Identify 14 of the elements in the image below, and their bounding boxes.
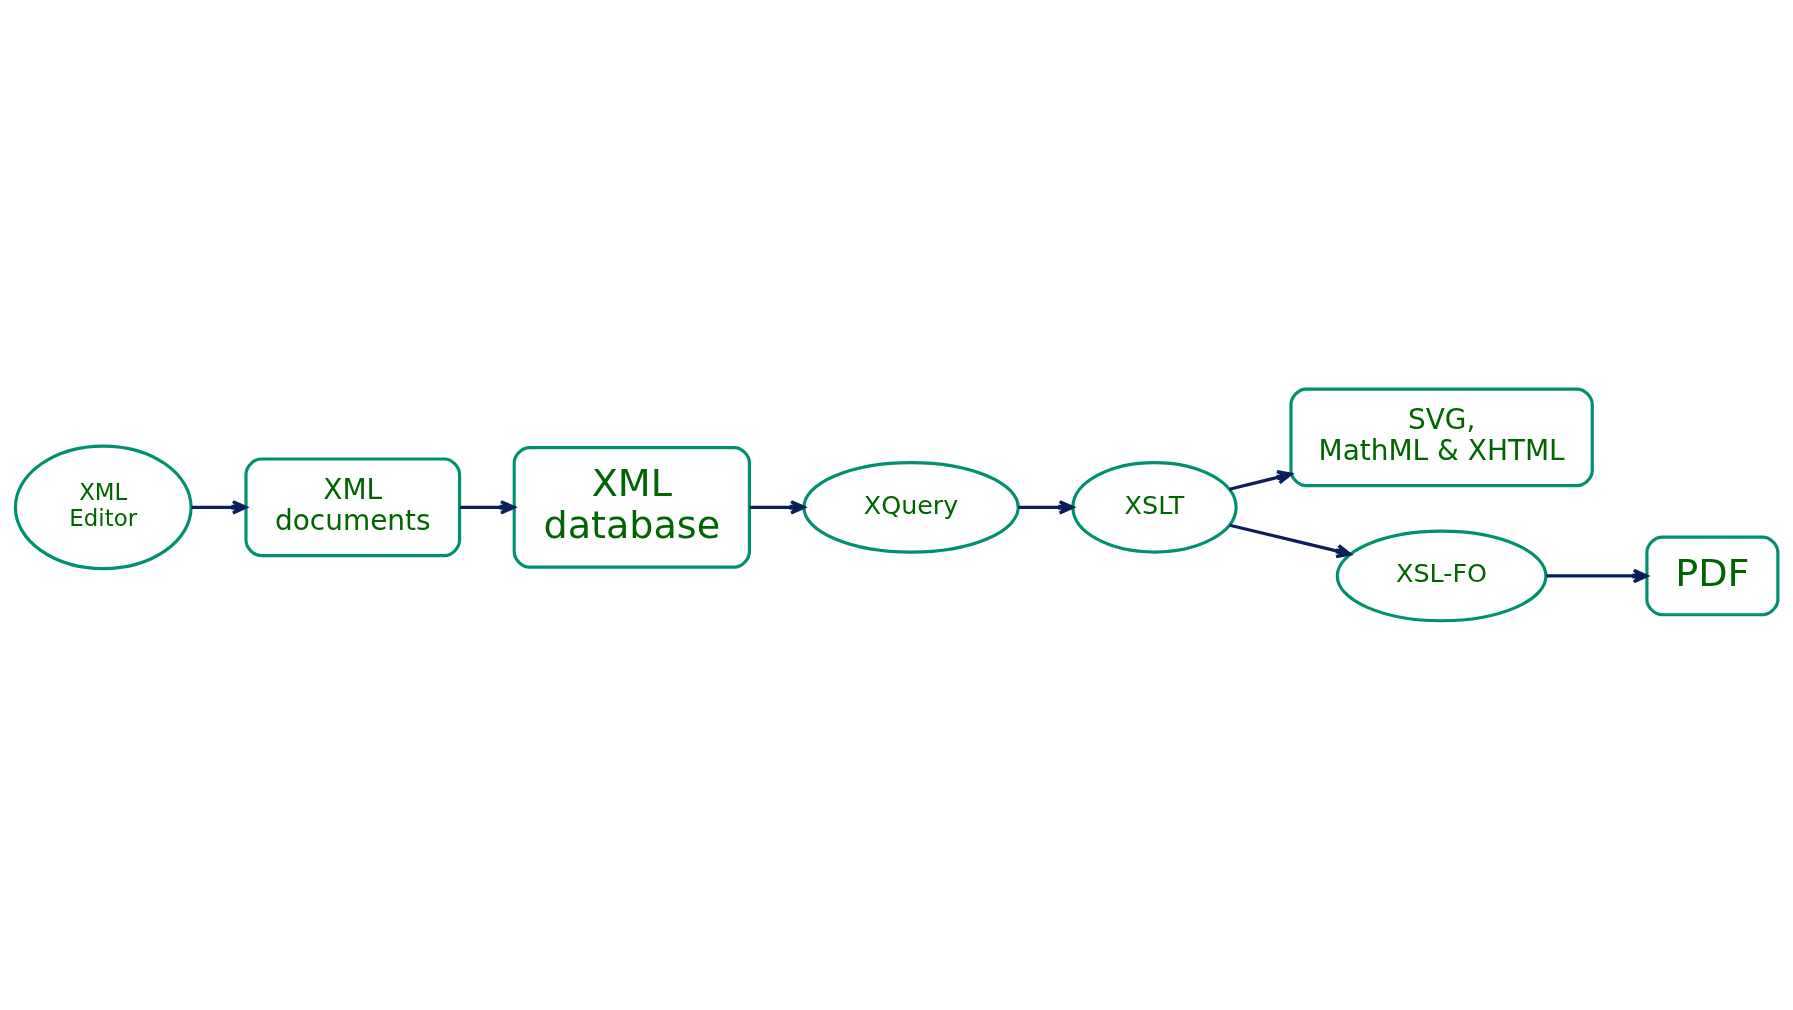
node-box: XML documents xyxy=(244,457,462,558)
node-ellipse: XQuery xyxy=(802,460,1020,554)
arrow xyxy=(1229,470,1293,491)
arrow xyxy=(191,500,248,515)
node-ellipse: XSLT xyxy=(1071,460,1238,554)
arrow xyxy=(1018,500,1075,515)
node-ellipse: XML Editor xyxy=(13,444,193,571)
arrow xyxy=(1229,523,1352,559)
node-box: PDF xyxy=(1645,535,1780,617)
arrow xyxy=(1546,568,1649,584)
node-box: XML database xyxy=(512,445,751,569)
arrow xyxy=(459,500,516,515)
node-box: SVG, MathML & XHTML xyxy=(1289,387,1594,488)
arrow xyxy=(749,500,806,515)
